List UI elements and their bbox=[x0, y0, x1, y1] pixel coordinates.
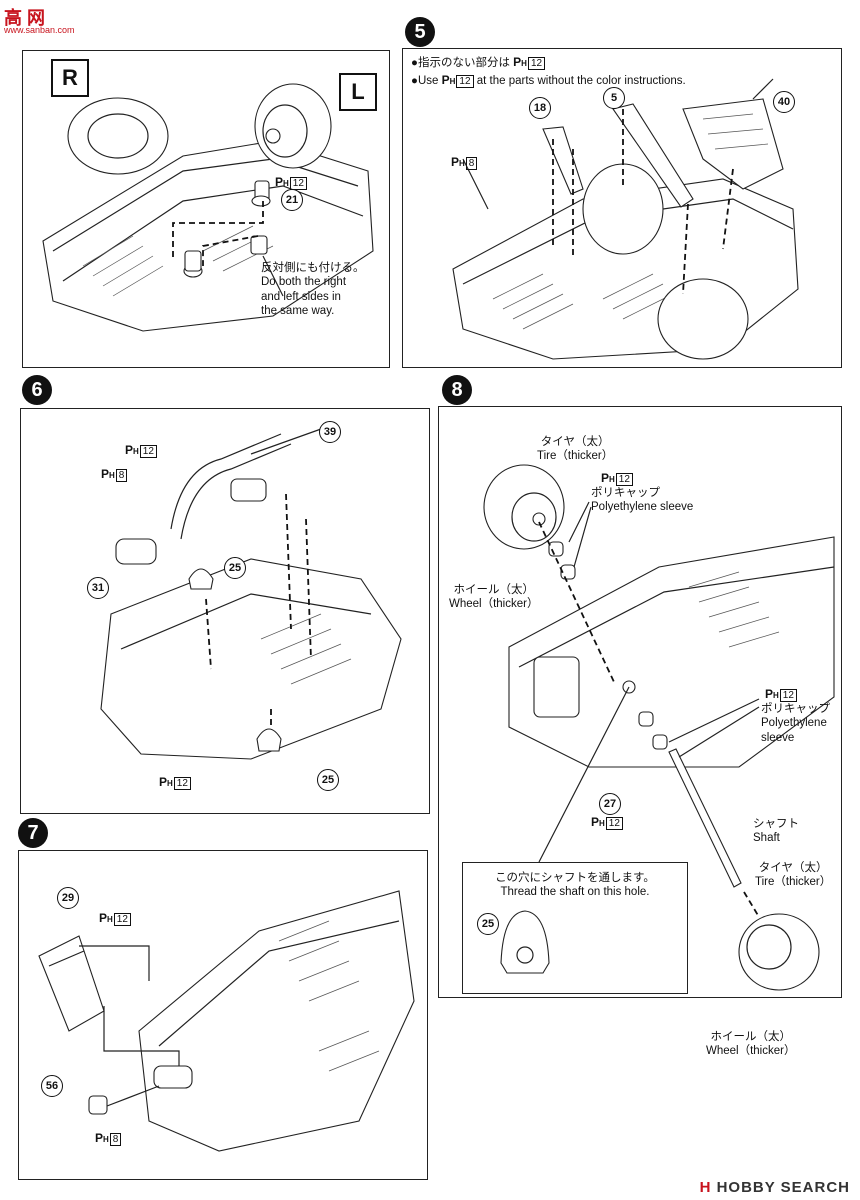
shaft-hole-note-box: この穴にシャフトを通します。 Thread the shaft on this … bbox=[462, 862, 688, 994]
step-8-chassis-drawing bbox=[483, 464, 835, 991]
part-21-callout: 21 bbox=[281, 189, 303, 211]
tire-bottom-label: タイヤ（太） Tire（thicker） bbox=[755, 862, 832, 889]
part-25-callout-lower: 25 bbox=[317, 769, 339, 791]
step-5-chassis-drawing bbox=[452, 78, 799, 360]
part-5-callout: 5 bbox=[603, 87, 625, 109]
right-side-badge: R bbox=[51, 59, 89, 97]
shaft-label: シャフト Shaft bbox=[753, 818, 799, 845]
watermark-logo: 高 网 bbox=[4, 8, 46, 28]
poly-sleeve-label-top: ポリキャップ Polyethylene sleeve bbox=[591, 487, 694, 514]
part-25-detail-drawing bbox=[500, 910, 550, 974]
step-5-badge: 5 bbox=[405, 17, 435, 47]
part-56-callout: 56 bbox=[41, 1075, 63, 1097]
step-7-chassis-drawing bbox=[38, 890, 415, 1152]
hobby-search-logo: H HOBBY SEARCH bbox=[699, 1179, 850, 1196]
part-27-callout: 27 bbox=[599, 793, 621, 815]
part-31-callout: 31 bbox=[87, 577, 109, 599]
left-side-badge: L bbox=[339, 73, 377, 111]
step-4-note: 反対側にも付ける。 Do both the right and left sid… bbox=[261, 262, 365, 318]
part-25-callout: 25 bbox=[477, 913, 499, 935]
step-6-chassis-drawing bbox=[100, 428, 402, 760]
wheel-left-label: ホイール（太） Wheel（thicker） bbox=[449, 584, 539, 611]
watermark-url: www.sanban.com bbox=[4, 25, 75, 35]
shaft-hole-note: この穴にシャフトを通します。 Thread the shaft on this … bbox=[495, 872, 655, 899]
part-40-callout: 40 bbox=[773, 91, 795, 113]
step-4-chassis-drawing bbox=[42, 83, 374, 332]
wheel-bottom-label: ホイール（太） Wheel（thicker） bbox=[706, 1031, 796, 1058]
step-7-badge: 7 bbox=[18, 818, 48, 848]
step-8-badge: 8 bbox=[442, 375, 472, 405]
part-39-callout: 39 bbox=[319, 421, 341, 443]
part-25-callout-upper: 25 bbox=[224, 557, 246, 579]
part-29-callout: 29 bbox=[57, 887, 79, 909]
part-18-callout: 18 bbox=[529, 97, 551, 119]
step-6-badge: 6 bbox=[22, 375, 52, 405]
poly-sleeve-label-right: ポリキャップ Polyethylene sleeve bbox=[761, 703, 830, 744]
tire-top-label: タイヤ（太） Tire（thicker） bbox=[537, 436, 614, 463]
